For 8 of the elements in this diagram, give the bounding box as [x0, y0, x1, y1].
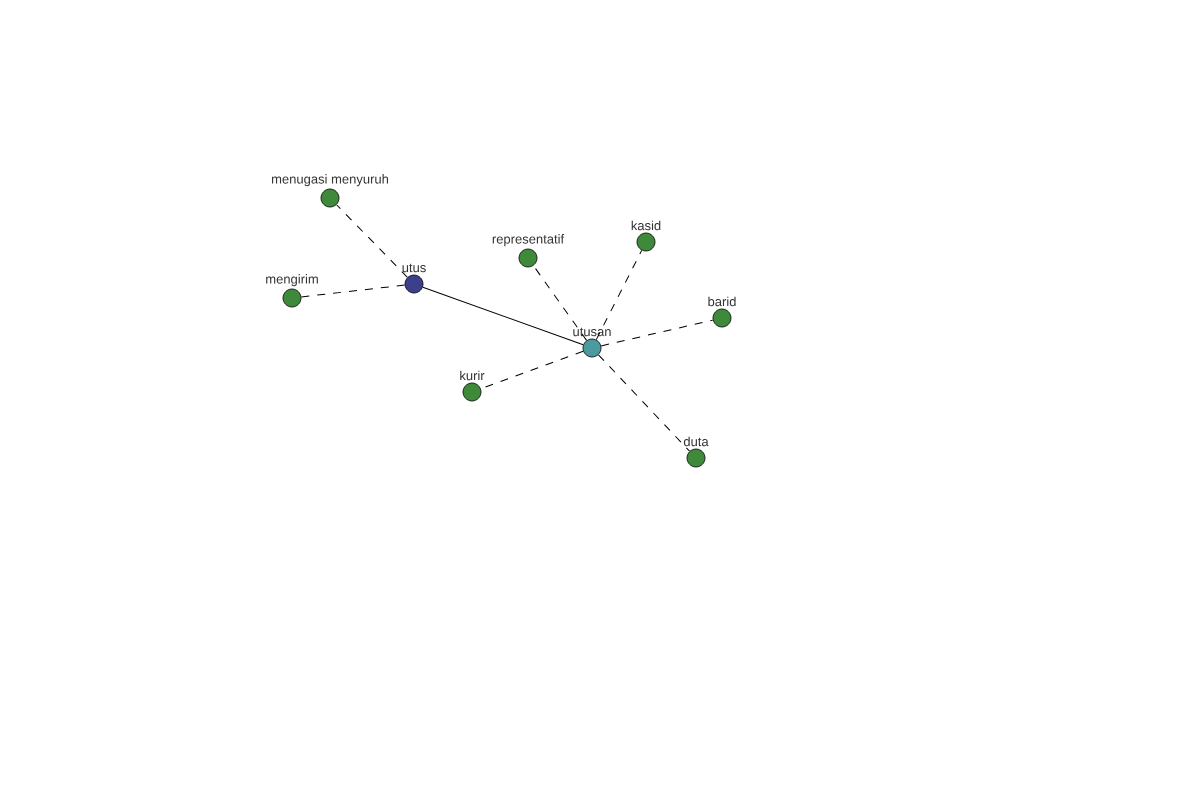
connector-line [532, 265, 588, 341]
connector-line [595, 249, 643, 341]
connector-line [600, 319, 714, 347]
connector-line [597, 354, 691, 452]
connector-line [336, 204, 408, 278]
connector-line [422, 286, 584, 346]
connector-line [480, 350, 584, 390]
connector-line [300, 284, 406, 298]
